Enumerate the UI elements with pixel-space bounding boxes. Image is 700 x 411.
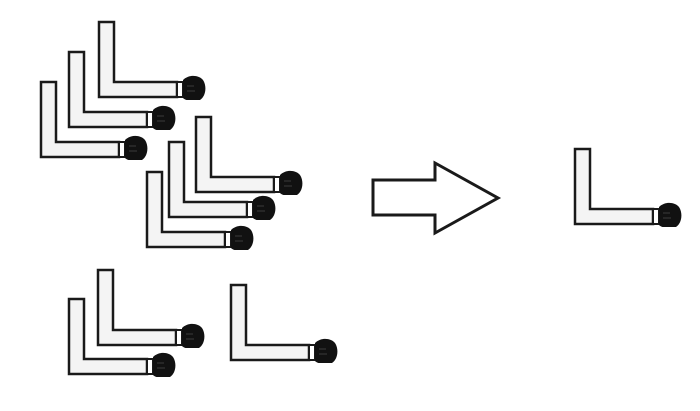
arm-bracket <box>194 115 304 195</box>
arm-bracket <box>573 147 683 227</box>
arm-bracket <box>97 20 207 100</box>
arm-bracket <box>96 268 206 348</box>
hollow-right-arrow-icon <box>371 160 502 236</box>
arm-bracket <box>229 283 339 363</box>
